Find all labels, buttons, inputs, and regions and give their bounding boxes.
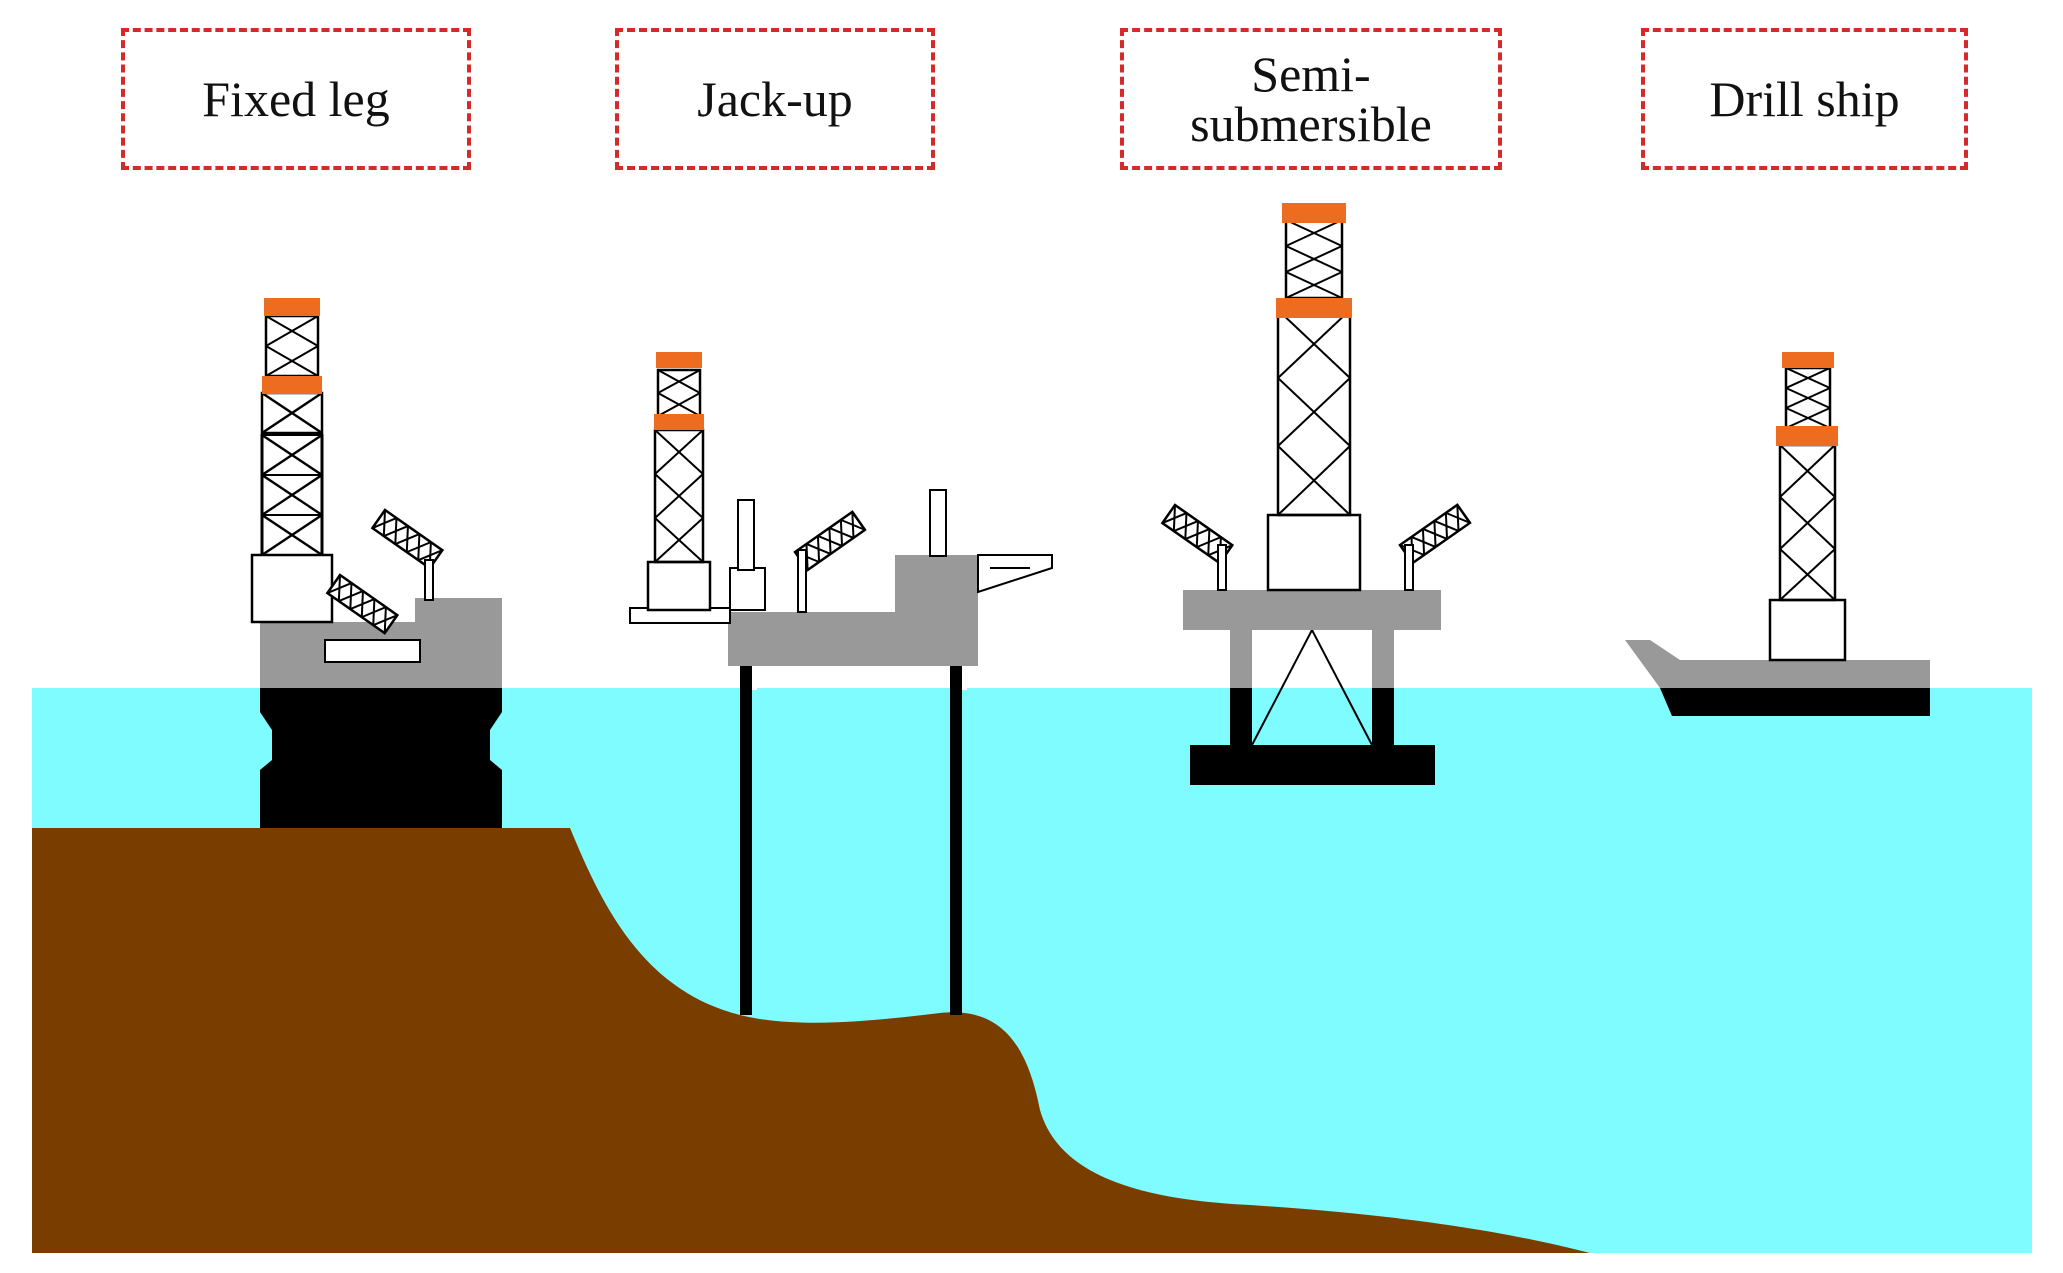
jack-up-platform <box>629 352 1053 1015</box>
label-jack-up-text: Jack-up <box>697 71 853 127</box>
label-fixed-leg-text: Fixed leg <box>202 71 390 127</box>
seabed <box>32 828 1590 1253</box>
label-semi-submersible: Semi- submersible <box>1120 28 1502 170</box>
label-semi-line2: submersible <box>1190 96 1432 152</box>
label-drill-ship: Drill ship <box>1641 28 1968 170</box>
label-drill-ship-text: Drill ship <box>1709 71 1900 127</box>
label-semi-line1: Semi- <box>1251 46 1371 102</box>
label-fixed-leg: Fixed leg <box>121 28 471 170</box>
fixed-leg-platform <box>250 298 502 828</box>
label-jack-up: Jack-up <box>615 28 935 170</box>
drill-ship <box>1625 352 1930 716</box>
semi-submersible-platform <box>1161 203 1472 785</box>
